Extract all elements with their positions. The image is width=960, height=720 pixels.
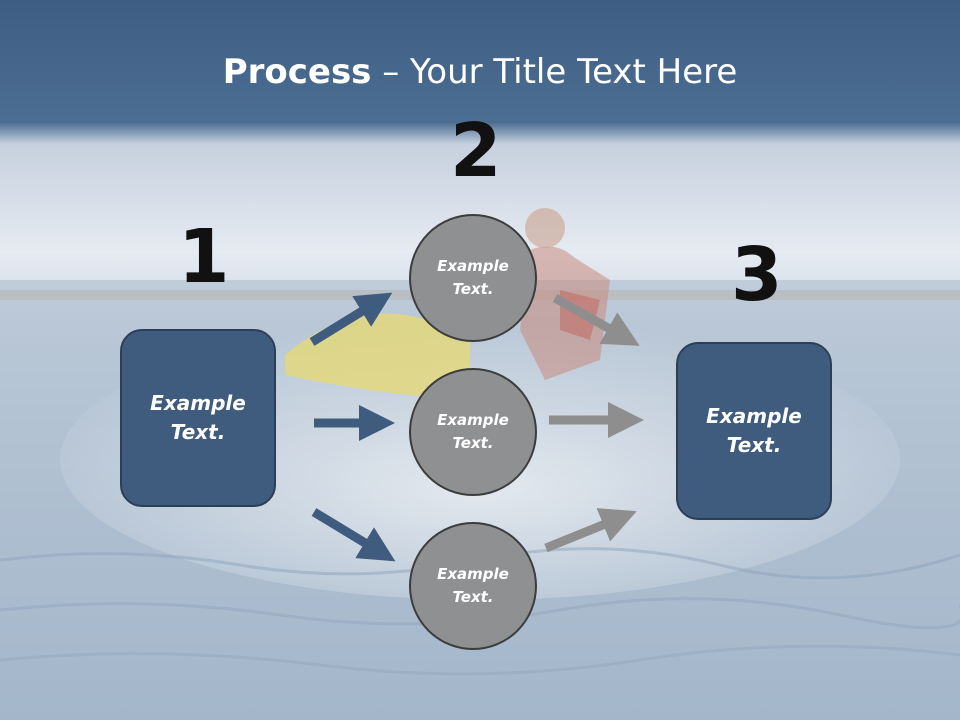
step-number-3: 3 <box>731 232 783 318</box>
title-rest: – Your Title Text Here <box>371 52 738 92</box>
bottom-circle: Example Text. <box>409 522 537 650</box>
title-bold: Process <box>222 52 372 92</box>
middle-circle: Example Text. <box>409 368 537 496</box>
right-process-box: Example Text. <box>676 342 832 520</box>
step-number-1: 1 <box>178 214 230 300</box>
arrow-from-top <box>552 294 640 346</box>
slide-title: Process – Your Title Text Here <box>0 52 960 92</box>
right-box-text: Example Text. <box>706 404 802 457</box>
step-number-2: 2 <box>450 108 502 194</box>
arrow-from-bottom <box>544 508 637 553</box>
arrow-to-top <box>309 292 393 346</box>
left-process-box: Example Text. <box>120 329 276 507</box>
left-box-text: Example Text. <box>150 391 246 444</box>
top-circle-text: Example Text. <box>437 257 509 298</box>
middle-circle-text: Example Text. <box>437 411 509 452</box>
bottom-circle-text: Example Text. <box>437 565 509 606</box>
arrow-to-bottom <box>311 508 396 562</box>
top-circle: Example Text. <box>409 214 537 342</box>
